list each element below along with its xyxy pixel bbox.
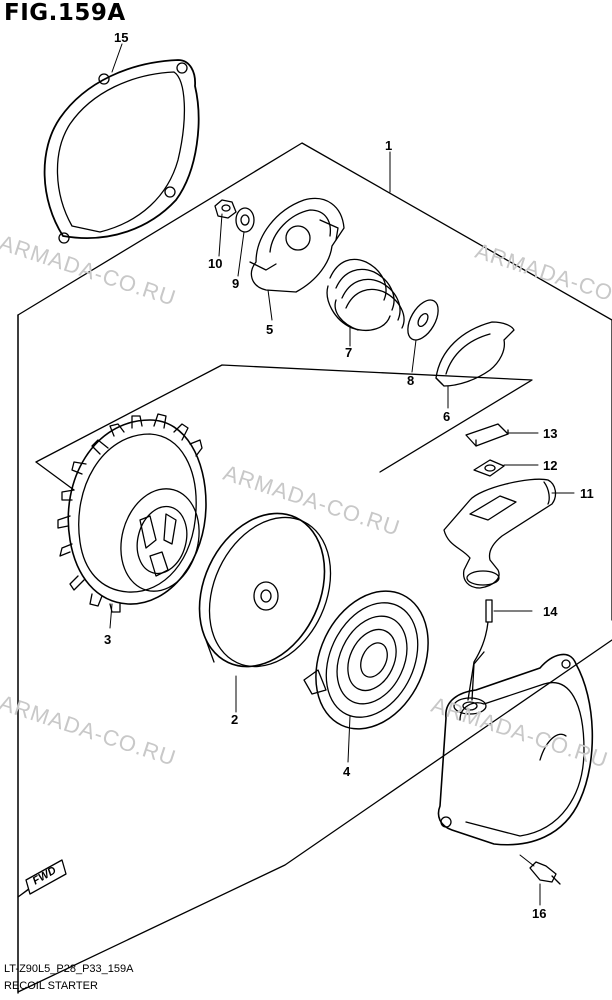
clip-6	[435, 321, 515, 387]
fwd-arrow-icon	[17, 859, 67, 898]
handle-11	[443, 478, 557, 589]
inner-outline-left	[35, 461, 75, 491]
callout-8: 8	[407, 373, 415, 388]
bolt-16	[529, 861, 561, 885]
callout-1: 1	[385, 138, 393, 153]
rope-14	[467, 599, 493, 701]
callout-9: 9	[232, 276, 240, 291]
spiral-spring-4	[303, 590, 429, 730]
inner-outline	[35, 364, 533, 473]
callout-5: 5	[266, 322, 274, 337]
reel-gear-3	[57, 413, 207, 613]
leader-lines	[109, 43, 575, 906]
callout-13: 13	[543, 426, 558, 441]
assembly-outline-lower	[17, 314, 612, 993]
callout-16: 16	[532, 906, 547, 921]
callout-7: 7	[345, 345, 353, 360]
callout-11: 11	[580, 486, 594, 501]
spring-7	[326, 258, 405, 331]
callout-3: 3	[104, 632, 112, 647]
callout-10: 10	[208, 256, 223, 271]
callout-2: 2	[231, 712, 239, 727]
figure-code: LT-Z90L5_P28_P33_159A	[4, 963, 134, 975]
drum-2	[198, 512, 332, 668]
callout-15: 15	[114, 30, 129, 45]
callout-6: 6	[443, 409, 451, 424]
callout-14: 14	[543, 604, 558, 619]
callout-12: 12	[543, 458, 558, 473]
figure-title: FIG.159A	[4, 0, 126, 26]
washer-9	[235, 207, 255, 233]
washer-8	[407, 299, 439, 341]
insert-12	[473, 459, 505, 477]
housing-1	[437, 651, 594, 846]
callout-4: 4	[343, 764, 351, 779]
figure-subtitle: RECOIL STARTER	[4, 980, 98, 992]
friction-plate-5	[249, 197, 345, 293]
gasket-15	[43, 59, 200, 244]
nut-10	[214, 199, 237, 219]
assembly-outline	[17, 142, 612, 621]
pad-13	[465, 423, 509, 447]
